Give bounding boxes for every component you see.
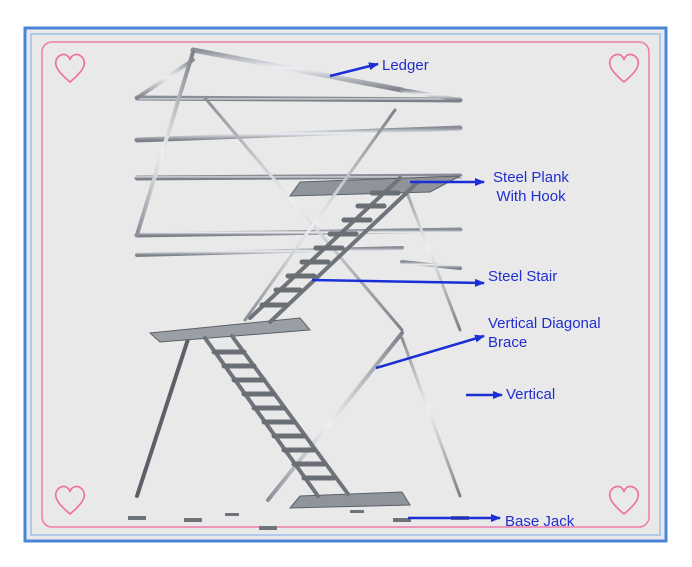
brace-arrow bbox=[375, 334, 485, 370]
heart-icon-bottom-right bbox=[608, 485, 640, 516]
steel-plank-label: Steel Plank With Hook bbox=[486, 168, 576, 206]
heart-icon-top-left bbox=[54, 53, 86, 84]
inner-pink-frame bbox=[41, 41, 650, 528]
scaffold-diagonal-braces bbox=[135, 50, 462, 502]
diagonal-brace bbox=[203, 96, 404, 332]
steel-stair-lower bbox=[203, 334, 350, 498]
ledger-pipe bbox=[134, 227, 463, 238]
diagonal-brace bbox=[400, 336, 462, 498]
ledger-arrow bbox=[329, 62, 379, 78]
steel-plank-label-line2: With Hook bbox=[496, 188, 566, 205]
annotation-arrows bbox=[311, 62, 503, 522]
diagonal-brace bbox=[135, 331, 192, 498]
heart-icon-top-right bbox=[608, 53, 640, 84]
diagonal-brace bbox=[135, 50, 195, 237]
diagonal-brace bbox=[266, 331, 404, 502]
vertical-label: Vertical bbox=[506, 386, 556, 403]
stair-arrow bbox=[311, 278, 485, 287]
ledger-pipe bbox=[135, 246, 404, 257]
ledger-pipe bbox=[134, 173, 463, 181]
ledger-pipe bbox=[134, 95, 463, 103]
outer-frame bbox=[23, 26, 668, 543]
ledger-pipe bbox=[134, 125, 463, 143]
ledger-pipe bbox=[400, 260, 462, 270]
steel-plank-label-line1: Steel Plank bbox=[493, 169, 569, 186]
steel-stair-label: Steel Stair bbox=[488, 268, 558, 285]
brace-label-line2: Brace bbox=[488, 334, 528, 351]
base-jack-label: Base Jack bbox=[505, 513, 575, 530]
scaffold-verticals bbox=[134, 45, 463, 533]
outer-frame-inner-line bbox=[30, 33, 661, 536]
ledger-pipe bbox=[400, 88, 462, 102]
brace-label-line1: Vertical Diagonal bbox=[488, 315, 601, 332]
heart-icon-bottom-left bbox=[54, 485, 86, 516]
steel-stair-upper bbox=[243, 108, 420, 324]
ledger-pipe bbox=[135, 58, 195, 100]
diagonal-brace bbox=[400, 178, 462, 332]
ledger-label: Ledger bbox=[382, 57, 429, 74]
vertical-diagonal-brace-label: Vertical Diagonal Brace bbox=[488, 314, 601, 352]
ledger-pipe bbox=[190, 47, 405, 93]
